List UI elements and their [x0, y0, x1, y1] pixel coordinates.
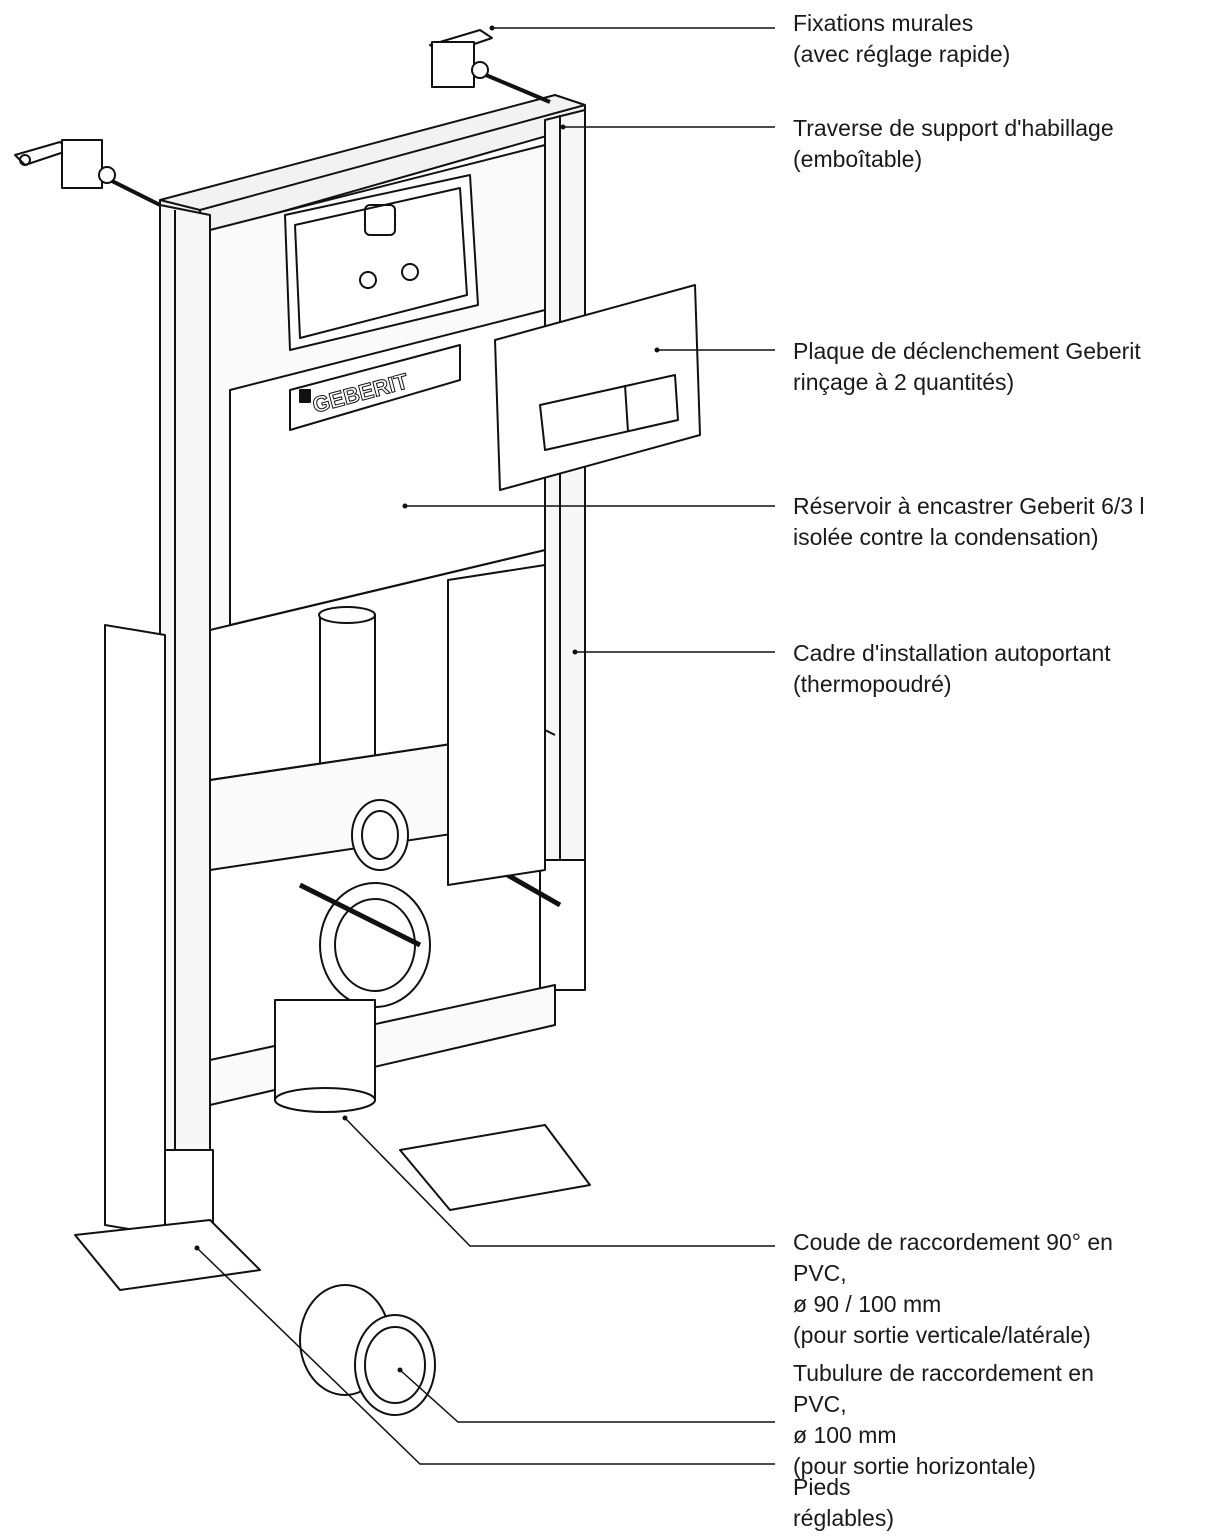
callout-feet: Pieds réglables): [793, 1472, 894, 1534]
leader-dot-connector: [397, 1367, 403, 1373]
leader-connector: [399, 1369, 775, 1423]
callout-line: (pour sortie verticale/latérale): [793, 1322, 1091, 1348]
logo-panel: [299, 389, 311, 403]
waste-connection: [298, 799, 562, 1008]
callout-connector: Tubulure de raccordement en PVC, ø 100 m…: [793, 1358, 1094, 1482]
callout-line: Traverse de support d'habillage: [793, 115, 1114, 141]
callout-line: Cadre d'installation autoportant: [793, 640, 1111, 666]
callout-line: PVC,: [793, 1260, 847, 1286]
callout-line: ø 90 / 100 mm: [793, 1291, 942, 1317]
wall-fixing-left: [14, 139, 161, 207]
callout-line: ø 100 mm: [793, 1422, 897, 1448]
side-plates: [74, 564, 591, 1291]
callout-line: isolée contre la condensation): [793, 524, 1099, 550]
connection-bend-graphic: [274, 999, 376, 1113]
callout-line: (pour sortie horizontale): [793, 1453, 1036, 1479]
callout-line: Plaque de déclenchement Geberit: [793, 338, 1141, 364]
leader-bend: [344, 1117, 775, 1247]
callout-frame: Cadre d'installation autoportant (thermo…: [793, 638, 1111, 700]
leader-dot-cistern: [402, 503, 408, 509]
frame-upright-right: [539, 109, 586, 991]
leader-dot-actuator-plate: [654, 347, 660, 353]
leader-dot-bend: [342, 1115, 348, 1121]
wall-fixing-right: [429, 29, 551, 104]
leader-feet: [196, 1247, 775, 1465]
leader-dot-frame: [572, 649, 578, 655]
actuator-plate-graphic: [494, 284, 701, 491]
callout-bend: Coude de raccordement 90° en PVC, ø 90 /…: [793, 1227, 1113, 1351]
callout-line: Fixations murales: [793, 10, 974, 36]
leader-dot-feet: [194, 1245, 200, 1251]
inspection-opening: [284, 174, 479, 351]
callout-actuator-plate: Plaque de déclenchement Geberit rinçage …: [793, 336, 1141, 398]
callout-wall-fixings: Fixations murales (avec réglage rapide): [793, 8, 1010, 70]
leader-dot-wall-fixings: [489, 25, 495, 31]
callout-line: Pieds: [793, 1474, 851, 1500]
callout-line: réglables): [793, 1505, 894, 1531]
callout-line: Coude de raccordement 90° en: [793, 1229, 1113, 1255]
leader-dot-cover-crossbar: [560, 124, 566, 130]
callout-line: (thermopoudré): [793, 671, 952, 697]
connector-sleeve-graphic: [299, 1284, 436, 1416]
callout-line: (avec réglage rapide): [793, 41, 1011, 67]
frame-upright-left: [154, 204, 214, 1241]
callout-cover-crossbar: Traverse de support d'habillage (emboîta…: [793, 113, 1114, 175]
callout-cistern: Réservoir à encastrer Geberit 6/3 l isol…: [793, 491, 1145, 553]
callout-line: Tubulure de raccordement en: [793, 1360, 1094, 1386]
callout-line: PVC,: [793, 1391, 847, 1417]
callout-line: Réservoir à encastrer Geberit 6/3 l: [793, 493, 1145, 519]
callout-line: rinçage à 2 quantités): [793, 369, 1015, 395]
callout-line: (emboîtable): [793, 146, 923, 172]
